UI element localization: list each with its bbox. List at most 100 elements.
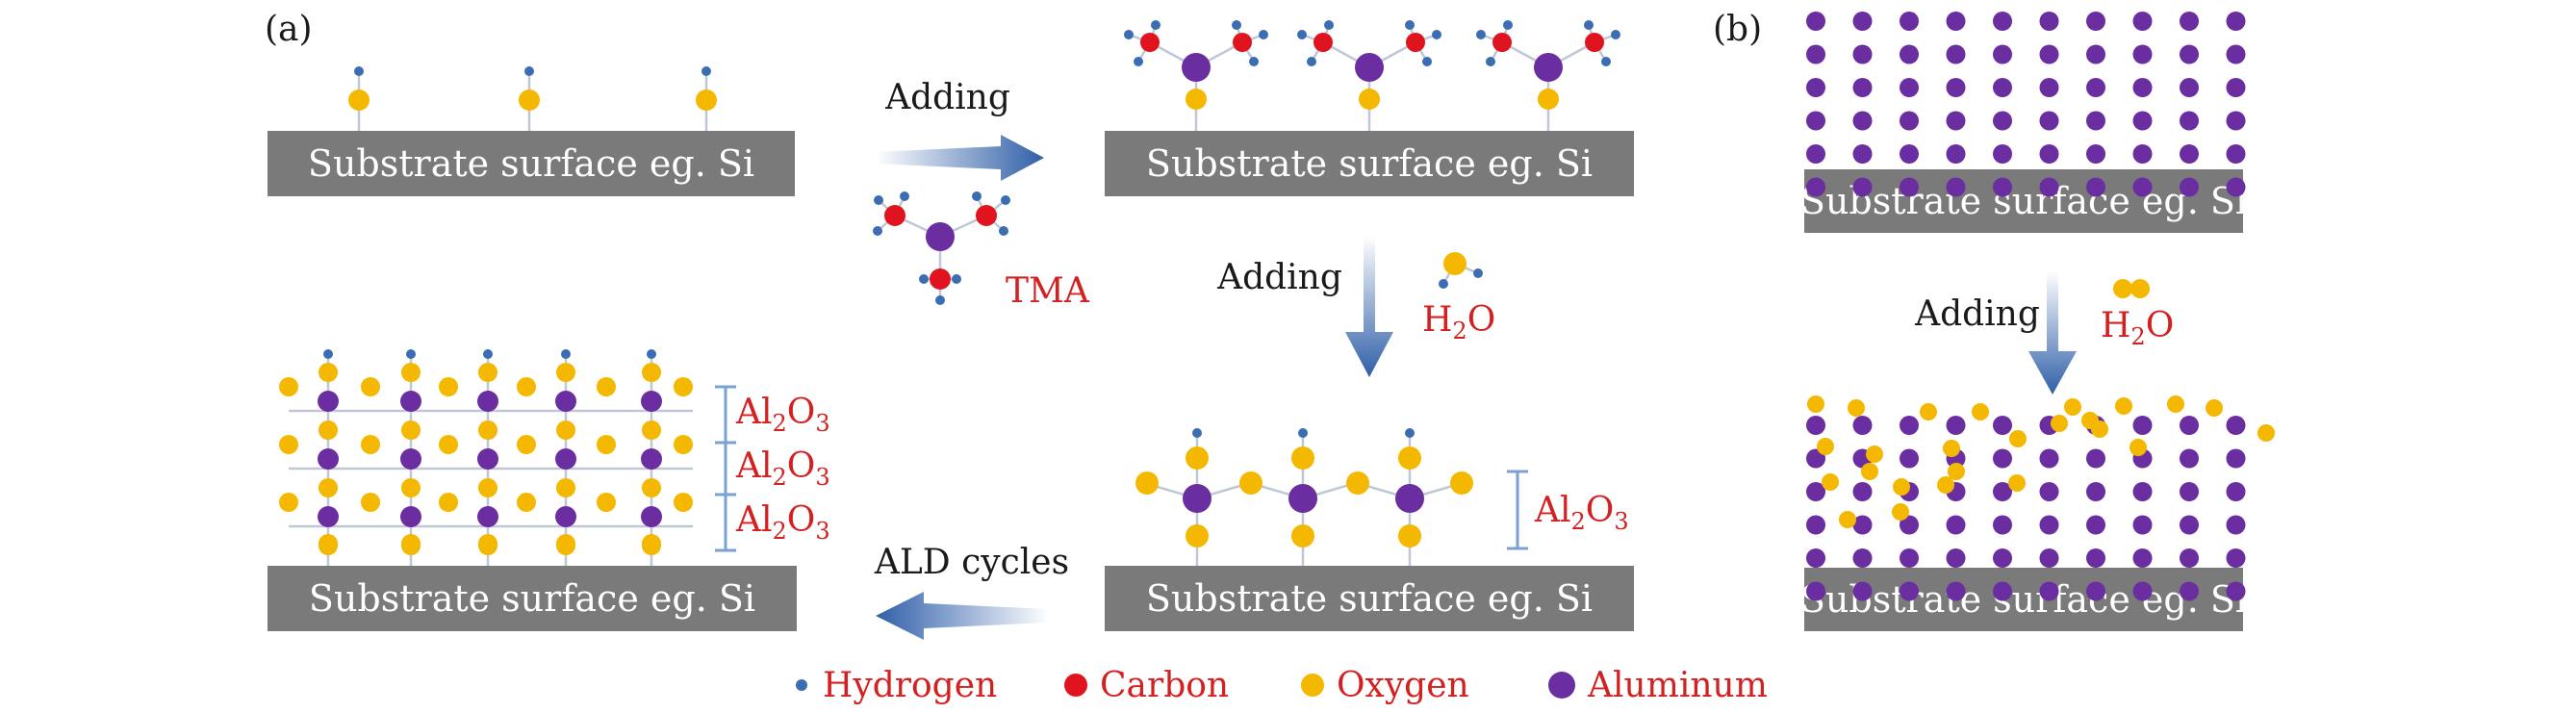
hydrogen-atom xyxy=(1611,30,1620,39)
oxygen-atom xyxy=(439,377,458,396)
aluminum-atom xyxy=(1946,581,1966,601)
aluminum-atom xyxy=(2039,548,2059,568)
oxygen-atom xyxy=(517,377,536,396)
hydrogen-atom xyxy=(1259,30,1268,39)
oxygen-atom xyxy=(1892,503,1909,521)
panel-label-a: (a) xyxy=(265,10,313,49)
aluminum-atom xyxy=(318,448,339,470)
aluminum-atom xyxy=(1182,53,1211,82)
oxygen-atom xyxy=(1972,403,1989,420)
aluminum-atom xyxy=(2226,482,2246,501)
aluminum-atom xyxy=(2086,177,2105,197)
oxygen-atom xyxy=(279,493,298,512)
oxygen-atom xyxy=(401,420,421,440)
oxygen-atom xyxy=(1346,471,1369,495)
aluminum-atom xyxy=(2132,177,2153,197)
aluminum-atom xyxy=(641,448,662,470)
oxygen-atom xyxy=(319,420,338,440)
oxygen-atom xyxy=(478,363,497,382)
al2o3-label-multi-2: Al2O3 xyxy=(735,446,830,491)
water-molecule-a xyxy=(1439,252,1483,289)
aluminum-atom xyxy=(1806,548,1825,568)
aluminum-atom xyxy=(641,506,662,527)
aluminum-atom xyxy=(1355,53,1384,82)
aluminum-atom xyxy=(1993,482,2012,501)
aluminum-atom xyxy=(1993,416,2012,435)
adding-label-1: Adding xyxy=(884,78,1010,117)
aluminum-atom xyxy=(1993,515,2012,535)
oxygen-atom xyxy=(2206,399,2223,417)
oxygen-atom xyxy=(1839,511,1856,528)
aluminum-atom xyxy=(2132,78,2153,97)
hydrogen-atom xyxy=(1405,20,1415,30)
aluminum-atom xyxy=(2132,44,2153,64)
oxygen-atom xyxy=(361,435,380,454)
al2o3-label-multi-1: Al2O3 xyxy=(735,393,830,437)
oxygen-atom xyxy=(597,377,616,396)
layer-brackets-multi xyxy=(715,385,736,552)
aluminum-atom xyxy=(1806,144,1825,164)
aluminum-atom xyxy=(2226,111,2246,131)
aluminum-atom xyxy=(1900,177,1919,197)
aluminum-atom xyxy=(2132,515,2153,535)
aluminum-atom xyxy=(1993,12,2012,31)
aluminum-atom xyxy=(2132,111,2153,131)
oxygen-atom xyxy=(401,363,421,382)
single-layer-surface xyxy=(1135,428,1473,566)
al2o3-label-single: Al2O3 xyxy=(1534,491,1629,535)
oxygen-atom xyxy=(279,435,298,454)
svg-text:Substrate surface eg. Si: Substrate surface eg. Si xyxy=(1146,142,1593,185)
aluminum-atom xyxy=(477,448,498,470)
hydrogen-atom xyxy=(483,349,493,359)
oxygen-atom xyxy=(478,478,497,497)
svg-text:Substrate surface eg. Si: Substrate surface eg. Si xyxy=(1146,577,1593,620)
aluminum-atom xyxy=(1852,177,1873,197)
carbon-atom xyxy=(1585,33,1604,52)
oxygen-atom xyxy=(674,493,693,512)
legend-oxygen: Oxygen xyxy=(1337,666,1469,705)
aluminum-atom xyxy=(1806,416,1825,435)
aluminum-atom xyxy=(1900,416,1919,435)
hydrogen-atom xyxy=(1298,428,1308,438)
aluminum-atom xyxy=(477,391,498,412)
oxygen-atom xyxy=(556,420,575,440)
aluminum-legend-icon xyxy=(1548,672,1575,699)
al2o3-label-multi-3: Al2O3 xyxy=(735,500,830,545)
aluminum-atom xyxy=(1993,44,2012,64)
hydrogen-atom xyxy=(1307,57,1316,66)
oxygen-atom xyxy=(674,377,693,396)
legend-aluminum: Aluminum xyxy=(1587,666,1768,705)
substrate-a2: Substrate surface eg. Si xyxy=(1105,131,1634,196)
oxygen-atom xyxy=(517,493,536,512)
aluminum-atom xyxy=(2039,448,2059,469)
aluminum-atom xyxy=(2226,416,2246,435)
aluminum-atom xyxy=(1534,53,1563,82)
aluminum-atom xyxy=(2132,482,2153,501)
aluminum-atom xyxy=(1946,548,1966,568)
oxygen-atom xyxy=(478,534,497,553)
oxygen-atom xyxy=(1866,446,1883,463)
aluminum-atom xyxy=(555,391,576,412)
aluminum-atom xyxy=(2086,111,2105,131)
aluminum-atom xyxy=(2180,448,2199,469)
oxygen-atom xyxy=(1186,446,1209,470)
aluminum-atom xyxy=(1946,78,1966,97)
aluminum-atom xyxy=(1806,78,1825,97)
oxygen-atom xyxy=(517,435,536,454)
oxygen-atom xyxy=(401,534,421,553)
aluminum-atom xyxy=(1806,177,1825,197)
surface-oh-groups xyxy=(348,66,717,131)
oxygen-atom xyxy=(642,420,661,440)
oxygen-atom xyxy=(2115,397,2132,415)
layer-bracket-single xyxy=(1507,470,1528,550)
aluminum-atom xyxy=(1900,581,1919,601)
aluminum-atom xyxy=(400,506,421,527)
aluminum-atom xyxy=(2039,482,2059,501)
hydrogen-atom xyxy=(1124,30,1134,39)
adding-label-b: Adding xyxy=(1914,294,2040,334)
oxygen-atom xyxy=(556,534,575,553)
aluminum-atom xyxy=(2086,78,2105,97)
oxygen-atom xyxy=(2130,439,2147,456)
aluminum-atom xyxy=(2180,416,2199,435)
aluminum-atom xyxy=(1946,416,1966,435)
